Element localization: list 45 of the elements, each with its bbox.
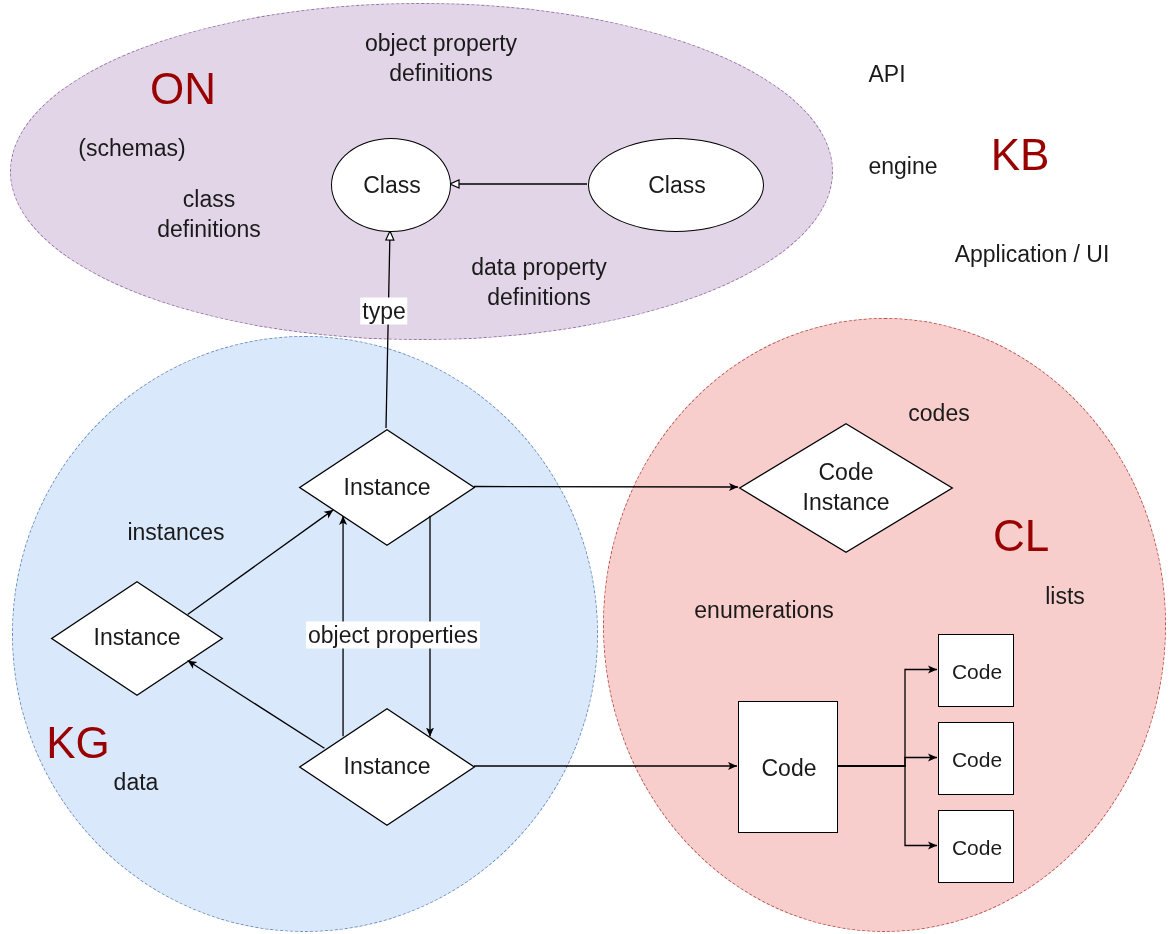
free-label: API (868, 60, 906, 90)
region-label: instances (127, 518, 225, 548)
region-label: (schemas) (78, 134, 186, 164)
edge-label: type (360, 297, 408, 325)
code-box (938, 722, 1014, 795)
arrow (385, 230, 395, 429)
node-label: Code Instance (801, 458, 891, 517)
code-box (738, 701, 838, 833)
region-label: class definitions (156, 185, 262, 244)
node-label: Code (951, 747, 1003, 774)
instance-diamond (51, 581, 223, 696)
node-label: Instance (343, 752, 431, 782)
instance-diamond (299, 708, 475, 826)
node-label: Instance (93, 623, 181, 653)
arrow (473, 761, 738, 771)
free-label: engine (868, 152, 938, 182)
edge-label: object properties (306, 621, 480, 649)
arrow (425, 515, 435, 738)
code-box (938, 810, 1014, 883)
region-label: enumerations (694, 596, 834, 626)
node-label: Code (951, 659, 1003, 686)
arrow (473, 482, 739, 492)
code-box (938, 634, 1014, 707)
node-label: Class (363, 171, 421, 201)
section-title: KG (46, 717, 110, 770)
section-title: KB (990, 129, 1050, 182)
code-instance-diamond (739, 423, 953, 553)
free-label: Application / UI (954, 240, 1110, 270)
node-label: Code (761, 754, 817, 784)
arrow (186, 509, 334, 616)
node-label: Code (951, 835, 1003, 862)
region-label: data property definitions (470, 253, 608, 312)
node-label: Instance (343, 473, 431, 503)
region-label: codes (908, 399, 970, 429)
arrow (449, 179, 588, 189)
region-label: lists (1045, 582, 1085, 612)
node-label: Class (648, 171, 706, 201)
section-title: ON (150, 63, 216, 116)
arrow (836, 765, 938, 850)
instance-diamond (299, 429, 475, 546)
section-title: CL (992, 510, 1050, 563)
arrow (339, 515, 348, 737)
region-label: object property definitions (363, 29, 519, 88)
region-label: data (113, 768, 159, 798)
arrow (186, 659, 326, 749)
